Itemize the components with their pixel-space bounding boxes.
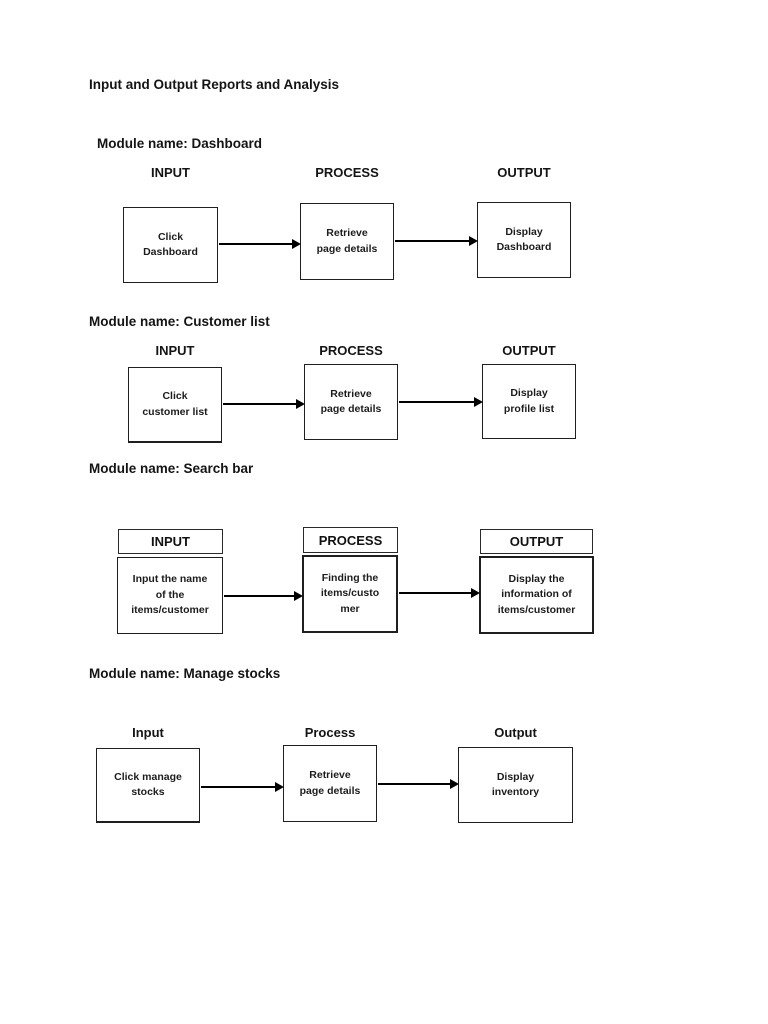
flow-arrow: [224, 591, 303, 601]
module-4-input-box: Click manage stocks: [96, 748, 200, 823]
flow-arrow: [395, 236, 478, 246]
module-2-output-box: Display profile list: [482, 364, 576, 439]
arrowhead-icon: [450, 779, 459, 789]
module-1-output-header: OUTPUT: [497, 165, 551, 180]
module-4-input-header: Input: [132, 725, 164, 740]
module-1-process-box: Retrieve page details: [300, 203, 394, 280]
arrowhead-icon: [296, 399, 305, 409]
module-4-process-header: Process: [304, 725, 356, 740]
flow-arrow: [201, 782, 284, 792]
flow-arrow: [223, 399, 305, 409]
flow-arrow: [219, 239, 301, 249]
module-1-output-box: Display Dashboard: [477, 202, 571, 278]
module-1-process-header: PROCESS: [315, 165, 379, 180]
module-3-output-header: OUTPUT: [480, 529, 593, 554]
arrowhead-icon: [292, 239, 301, 249]
arrowhead-icon: [469, 236, 478, 246]
module-4-output-header: Output: [494, 725, 537, 740]
module-3-output-box: Display the information of items/custome…: [479, 556, 594, 634]
arrowhead-icon: [275, 782, 284, 792]
module-4-title: Module name: Manage stocks: [89, 666, 281, 681]
page-title: Input and Output Reports and Analysis: [89, 77, 340, 92]
flow-arrow: [378, 779, 459, 789]
module-3-title: Module name: Search bar: [89, 461, 254, 476]
flow-arrow: [399, 397, 483, 407]
flow-arrow: [399, 588, 480, 598]
module-4-process-box: Retrieve page details: [283, 745, 377, 822]
module-3-process-box: Finding the items/custo mer: [302, 555, 398, 633]
module-2-process-header: PROCESS: [319, 343, 383, 358]
module-2-input-header: INPUT: [155, 343, 195, 358]
module-2-process-box: Retrieve page details: [304, 364, 398, 440]
module-1-title: Module name: Dashboard: [97, 136, 263, 151]
module-3-process-header: PROCESS: [303, 527, 398, 553]
module-4-output-box: Display inventory: [458, 747, 573, 823]
module-1-input-box: Click Dashboard: [123, 207, 218, 283]
module-2-title: Module name: Customer list: [89, 314, 270, 329]
arrowhead-icon: [294, 591, 303, 601]
arrowhead-icon: [471, 588, 480, 598]
module-2-output-header: OUTPUT: [502, 343, 556, 358]
module-3-input-header: INPUT: [118, 529, 223, 554]
module-3-input-box: Input the name of the items/customer: [117, 557, 223, 634]
module-1-input-header: INPUT: [151, 165, 190, 180]
module-2-input-box: Click customer list: [128, 367, 222, 443]
arrowhead-icon: [474, 397, 483, 407]
